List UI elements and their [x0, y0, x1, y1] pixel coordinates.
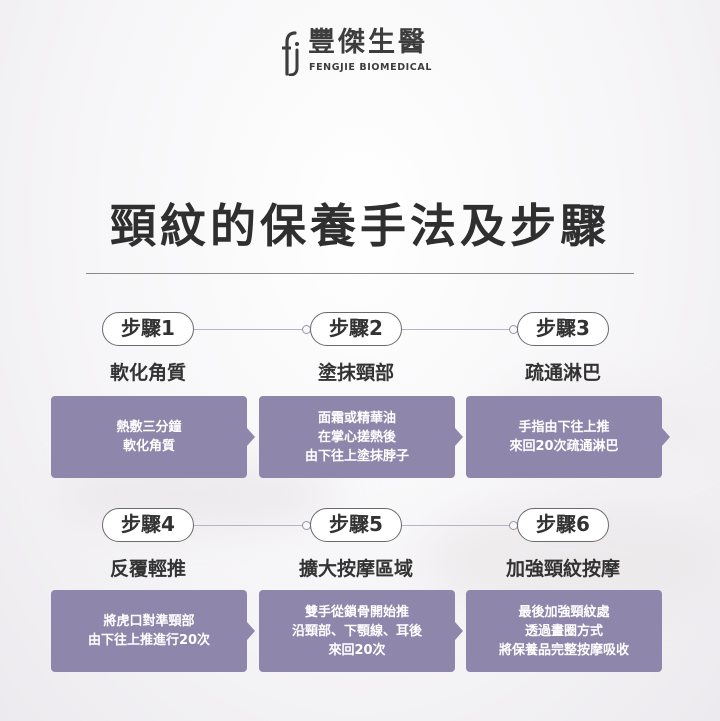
step-connector: [401, 329, 515, 330]
brand-logo: 豐傑生醫 FENGJIE BIOMEDICAL: [278, 26, 448, 78]
step-connector: [194, 525, 308, 526]
step-arrow-icon: [247, 428, 255, 446]
step-2-description: 面霜或精華油 在掌心搓熱後 由下往上塗抹脖子: [304, 410, 409, 464]
step-4-title: 反覆輕推: [109, 558, 186, 580]
step-4-card: 將虎口對準頸部 由下往上推進行20次: [51, 590, 247, 672]
step-3-card: 手指由下往上推 來回20次疏通淋巴: [466, 396, 662, 478]
title-divider: [86, 273, 634, 274]
step-4-description: 將虎口對準頸部 由下往上推進行20次: [87, 614, 211, 648]
step-3-title: 疏通淋巴: [524, 362, 601, 384]
step-4-badge: 步驟4: [102, 508, 194, 542]
fj-logo-icon: [282, 31, 299, 76]
step-1-badge: 步驟1: [102, 312, 194, 346]
step-connector: [401, 525, 515, 526]
brand-name-en: FENGJIE BIOMEDICAL: [309, 62, 432, 73]
step-1-card: 熱敷三分鐘 軟化角質: [51, 396, 247, 478]
page-title: 頸紋的保養手法及步驟: [110, 199, 610, 253]
step-2-badge: 步驟2: [310, 312, 402, 346]
step-5-title: 擴大按摩區域: [298, 558, 413, 580]
step-5-description: 雙手從鎖骨開始推 沿頸部、下顎線、耳後 來回20次: [291, 604, 422, 658]
step-1-description: 熱敷三分鐘 軟化角質: [116, 420, 182, 454]
step-3-description: 手指由下往上推 來回20次疏通淋巴: [509, 420, 619, 454]
step-6-title: 加強頸紋按摩: [505, 558, 620, 580]
step-arrow-icon: [455, 622, 463, 640]
step-2-card: 面霜或精華油 在掌心搓熱後 由下往上塗抹脖子: [259, 396, 455, 478]
step-6-description: 最後加強頸紋處 透過畫圈方式 將保養品完整按摩吸收: [498, 604, 629, 658]
brand-name-cn: 豐傑生醫: [308, 27, 428, 58]
step-arrow-icon: [662, 428, 670, 446]
step-2-title: 塗抹頸部: [317, 362, 394, 384]
step-connector: [194, 329, 308, 330]
step-5-card: 雙手從鎖骨開始推 沿頸部、下顎線、耳後 來回20次: [259, 590, 455, 672]
step-6-card: 最後加強頸紋處 透過畫圈方式 將保養品完整按摩吸收: [466, 590, 662, 672]
step-1-title: 軟化角質: [109, 362, 186, 384]
step-arrow-icon: [455, 428, 463, 446]
step-3-badge: 步驟3: [517, 312, 609, 346]
step-5-badge: 步驟5: [310, 508, 402, 542]
step-arrow-icon: [247, 622, 255, 640]
step-6-badge: 步驟6: [517, 508, 609, 542]
